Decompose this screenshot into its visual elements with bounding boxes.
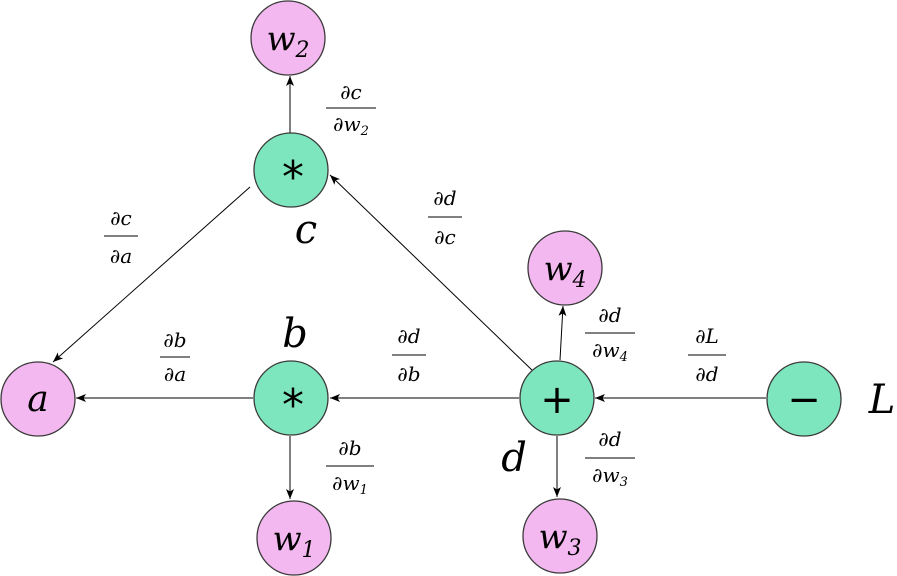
frac-db-dw1: ∂b ∂w1: [326, 436, 374, 498]
edge-c-to-a: [52, 186, 251, 363]
svg-text:∂b: ∂b: [397, 362, 420, 386]
edge-d-to-w4: [558, 305, 567, 361]
node-w3: w3: [522, 498, 598, 574]
node-w1: w1: [256, 500, 332, 576]
frac-dd-db: ∂d ∂b: [392, 324, 426, 386]
svg-text:∂c: ∂c: [340, 80, 362, 104]
svg-text:a: a: [27, 379, 48, 420]
frac-dd-dc: ∂d ∂c: [428, 186, 462, 249]
svg-text:∂c: ∂c: [110, 206, 132, 230]
edge-d-to-c: [329, 174, 535, 373]
svg-text:∂L: ∂L: [695, 324, 719, 348]
frac-db-da: ∂b ∂a: [160, 328, 190, 386]
svg-text:∂w1: ∂w1: [332, 471, 368, 498]
node-c: *: [253, 132, 329, 208]
svg-text:∂b: ∂b: [163, 328, 186, 352]
frac-dd-dw3: ∂d ∂w3: [585, 427, 635, 490]
node-d: +: [519, 360, 595, 436]
svg-text:w1: w1: [272, 519, 315, 563]
node-a: a: [0, 361, 76, 437]
svg-text:∂c: ∂c: [434, 225, 456, 249]
node-b: *: [253, 360, 329, 436]
label-c: c: [295, 207, 317, 253]
svg-text:∂d: ∂d: [433, 186, 456, 210]
svg-text:∂w3: ∂w3: [592, 463, 628, 490]
svg-text:w2: w2: [266, 19, 309, 63]
svg-text:∂d: ∂d: [598, 427, 621, 451]
frac-dd-dw4: ∂d ∂w4: [585, 303, 635, 365]
node-w2: w2: [250, 0, 326, 76]
svg-text:∂w4: ∂w4: [592, 338, 628, 365]
svg-text:+: +: [540, 377, 574, 423]
node-L: −: [766, 361, 842, 437]
svg-text:∂b: ∂b: [338, 436, 361, 460]
svg-text:∂w2: ∂w2: [333, 112, 369, 139]
svg-text:∂d: ∂d: [598, 303, 621, 327]
svg-text:∂a: ∂a: [164, 362, 186, 386]
frac-dc-dw2: ∂c ∂w2: [326, 80, 376, 139]
svg-text:−: −: [787, 377, 821, 423]
svg-text:w4: w4: [543, 249, 586, 293]
svg-text:*: *: [282, 380, 304, 431]
label-b: b: [282, 311, 308, 357]
frac-dc-da: ∂c ∂a: [104, 206, 138, 268]
node-w4: w4: [527, 230, 603, 306]
frac-dL-dd: ∂L ∂d: [688, 324, 726, 386]
label-d: d: [501, 435, 527, 481]
label-L: L: [868, 377, 896, 423]
svg-text:∂d: ∂d: [397, 324, 420, 348]
svg-text:∂d: ∂d: [695, 362, 718, 386]
svg-text:w3: w3: [538, 517, 581, 561]
svg-text:∂a: ∂a: [110, 244, 132, 268]
svg-text:*: *: [282, 152, 304, 203]
